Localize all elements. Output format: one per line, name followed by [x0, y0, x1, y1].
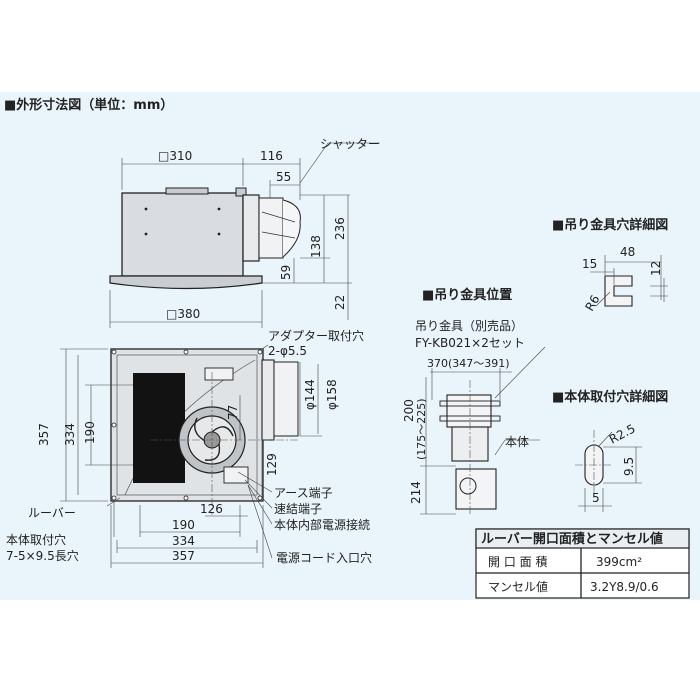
table-header: ルーバー開口面積とマンセル値 [481, 531, 663, 547]
hanger-radius-label: R6 [582, 293, 602, 314]
adapter-hole-label: アダプター取付穴 [268, 328, 364, 343]
earth-terminal-label: アース端子 [274, 486, 333, 500]
table-row-label: 開 口 面 積 [488, 554, 547, 569]
hanger-height-range-label: (175～225) [415, 398, 428, 460]
table-row-value: 3.2Y8.9/0.6 [590, 580, 659, 594]
power-cord-hole-label: 電源コード入口穴 [276, 550, 372, 565]
dimension-357-v-label: 357 [37, 423, 51, 446]
table-row-label: マンセル値 [488, 579, 548, 594]
mount-width-label: 5 [592, 491, 600, 505]
width-380-label: □380 [166, 307, 200, 321]
hanger-width-15-label: 15 [582, 257, 597, 271]
hanger-position-title: ■吊り金具位置 [422, 287, 512, 303]
dimension-129-label: 129 [265, 453, 279, 476]
dimension-334-v-label: 334 [63, 423, 77, 446]
body-label: 本体 [505, 435, 529, 449]
table-row-value: 399cm² [596, 555, 642, 569]
dimension-190-h-label: 190 [172, 518, 195, 532]
louver-table [475, 528, 690, 599]
top-view [60, 344, 322, 568]
height-22-label: 22 [333, 295, 347, 310]
hanger-height-214-label: 214 [409, 481, 423, 504]
mount-hole-spec: 7-5×9.5長穴 [6, 548, 79, 563]
diameter-158-label: φ158 [325, 379, 339, 410]
hanger-height-200-label: 200 [402, 399, 416, 422]
hanger-span-label: 370(347～391) [427, 357, 510, 370]
hanger-part-label: 吊り金具（別売品） [415, 318, 523, 333]
width-310-label: □310 [158, 149, 192, 163]
height-59-label: 59 [279, 265, 293, 280]
drawing-background [0, 92, 700, 600]
side-view [109, 142, 380, 328]
mount-height-label: 9.5 [622, 457, 636, 476]
dimension-126-label: 126 [200, 502, 223, 516]
adapter-hole-spec: 2-φ5.5 [268, 344, 307, 358]
hanger-height-12-label: 12 [649, 261, 663, 276]
mount-radius-label: R2.5 [607, 421, 638, 446]
hanger-hole-detail-title: ■吊り金具穴詳細図 [552, 217, 668, 233]
quick-terminal-label: 速結端子 [274, 502, 322, 516]
dimension-77-label: 77 [226, 405, 240, 420]
mount-hole-label: 本体取付穴 [6, 532, 66, 547]
hanger-width-48-label: 48 [620, 245, 635, 259]
mount-hole-detail-drawing [575, 430, 642, 512]
diameter-144-label: φ144 [303, 379, 317, 410]
louver-label: ルーバー [28, 506, 76, 520]
height-138-label: 138 [309, 235, 323, 258]
mount-hole-detail-title: ■本体取付穴詳細図 [552, 389, 668, 405]
hanger-hole-detail-drawing [590, 255, 668, 307]
shutter-label: シャッター [320, 137, 380, 151]
internal-power-label: 本体内部電源接続 [274, 517, 370, 532]
page-title: ■外形寸法図（単位：mm） [4, 97, 173, 113]
dimension-357-h-label: 357 [172, 549, 195, 563]
shutter-depth-label: 55 [276, 170, 291, 184]
dimension-190-v-label: 190 [83, 421, 97, 444]
hanger-position-drawing [420, 346, 546, 515]
dimension-334-h-label: 334 [172, 534, 195, 548]
depth-116-label: 116 [260, 149, 283, 163]
hanger-model-label: FY-KB021×2セット [415, 336, 525, 350]
height-236-label: 236 [333, 217, 347, 240]
